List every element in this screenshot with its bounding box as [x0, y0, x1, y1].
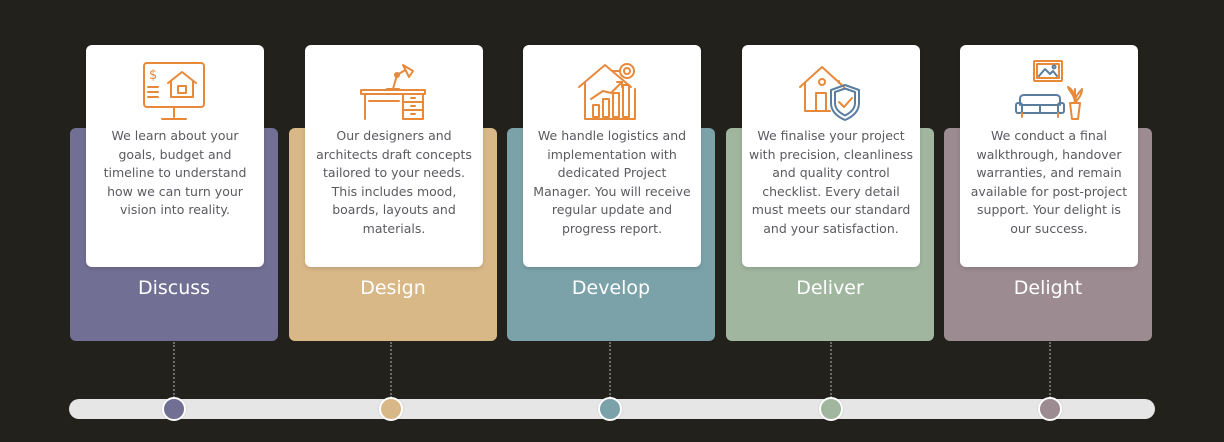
step-description: We conduct a final walkthrough, handover…: [970, 128, 1128, 236]
timeline-connector: [390, 342, 392, 398]
step-description: We finalise your project with precision,…: [748, 128, 914, 236]
timeline-node-discuss: [162, 397, 186, 421]
timeline-node-design: [379, 397, 403, 421]
timeline-connector: [830, 342, 832, 398]
step-title: Develop: [571, 277, 651, 299]
svg-text:$: $: [149, 68, 157, 83]
step-card: $ We learn about your goals, budget and …: [86, 45, 264, 267]
step-card: We handle logistics and implementation w…: [523, 45, 701, 267]
step-title: Delight: [1013, 277, 1083, 299]
monitor-house-icon: $: [138, 59, 210, 125]
step-deliver: We finalise your project with precision,…: [726, 0, 936, 442]
step-card: Our designers and architects draft conce…: [305, 45, 483, 267]
step-design: Our designers and architects draft conce…: [289, 0, 499, 442]
step-delight: We conduct a final walkthrough, handover…: [944, 0, 1154, 442]
step-title: Design: [360, 277, 426, 299]
step-develop: We handle logistics and implementation w…: [507, 0, 717, 442]
step-description: We learn about your goals, budget and ti…: [103, 128, 247, 217]
desk-lamp-icon: [357, 59, 429, 125]
step-title: Deliver: [796, 277, 864, 299]
timeline-connector: [609, 342, 611, 398]
step-description: Our designers and architects draft conce…: [316, 128, 472, 236]
step-title: Discuss: [137, 277, 211, 299]
step-description: We handle logistics and implementation w…: [533, 128, 691, 236]
timeline-connector: [173, 342, 175, 398]
house-shield-icon: [794, 59, 866, 125]
living-room-icon: [1012, 59, 1084, 125]
timeline-connector: [1049, 342, 1051, 398]
timeline-node-develop: [598, 397, 622, 421]
step-card: We conduct a final walkthrough, handover…: [960, 45, 1138, 267]
step-discuss: $ We learn about your goals, budget and …: [70, 0, 280, 442]
house-growth-icon: [575, 59, 647, 125]
step-card: We finalise your project with precision,…: [742, 45, 920, 267]
timeline-node-deliver: [819, 397, 843, 421]
timeline-node-delight: [1038, 397, 1062, 421]
